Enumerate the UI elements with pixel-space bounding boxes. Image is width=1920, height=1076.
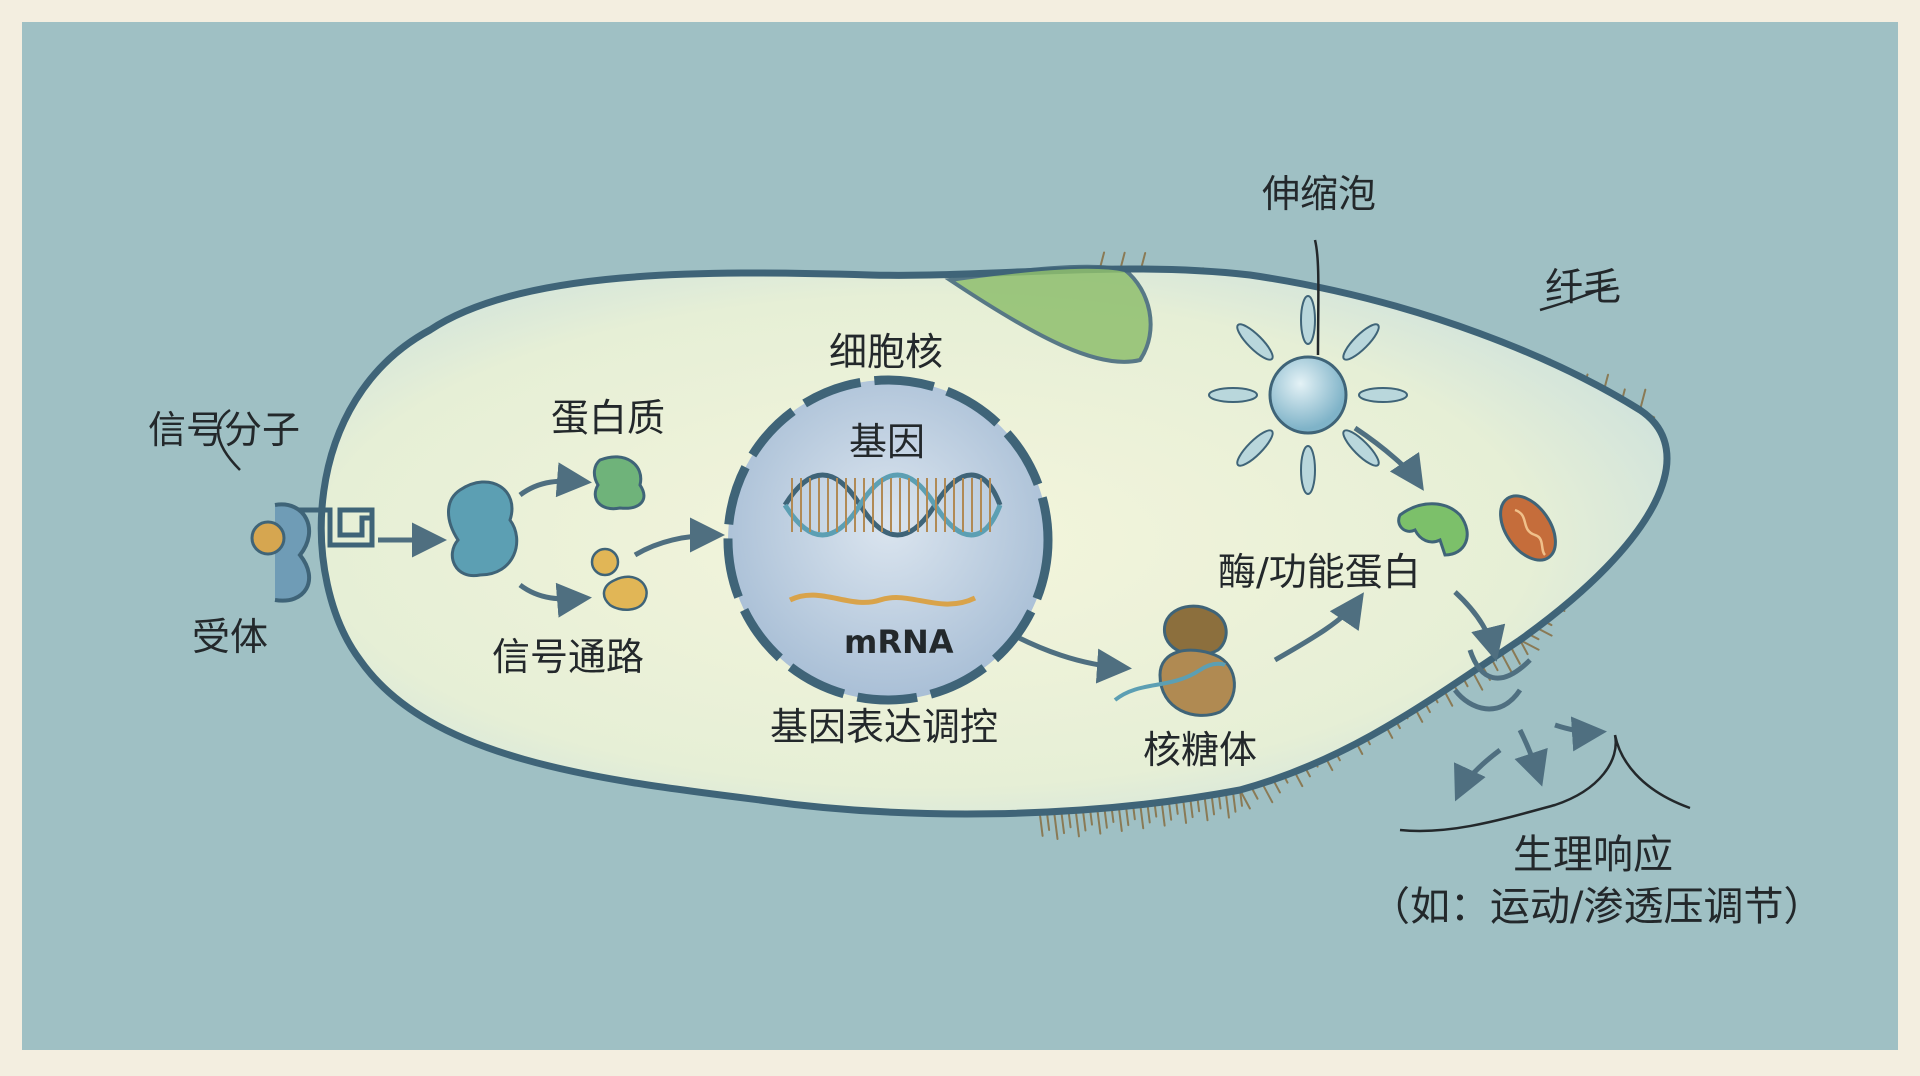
- mrna-strand: [788, 592, 977, 607]
- arrow-to-protein-green: [518, 462, 592, 498]
- arrow-to-signal-pathway: [518, 582, 592, 618]
- label-mrna: mRNA: [844, 623, 954, 661]
- vacuole-ray: [1342, 323, 1380, 361]
- label-ribosome: 核糖体: [1143, 728, 1257, 772]
- receptor-icon: [274, 502, 375, 603]
- contractile-vacuole-icon: [1208, 295, 1408, 495]
- arrow-response-down: [1514, 728, 1548, 787]
- response-bracket: [1399, 734, 1691, 833]
- arrow-to-nucleus: [633, 517, 725, 558]
- label-receptor: 受体: [192, 615, 268, 659]
- ribosome-icon: [1113, 604, 1236, 717]
- vacuole-ray: [1300, 295, 1316, 345]
- vacuole-ray: [1208, 387, 1258, 403]
- mitochondrion-icon: [1499, 494, 1557, 562]
- cilium: [1224, 790, 1230, 819]
- label-enzyme: 酶/功能蛋白: [1218, 550, 1421, 594]
- protein-green: [592, 455, 646, 511]
- vacuole-ray: [1236, 323, 1274, 361]
- arrow-response-left: [1453, 748, 1502, 802]
- green-organelle: [944, 264, 1153, 364]
- nucleus: [723, 375, 1053, 705]
- label-cilia: 纤毛: [1545, 265, 1621, 309]
- label-response-detail: （如：运动/渗透压调节）: [1370, 884, 1823, 930]
- label-gene: 基因: [849, 420, 925, 464]
- vacuole-ray: [1300, 445, 1316, 495]
- protein-yellow: [602, 575, 648, 611]
- vacuole-ray: [1342, 429, 1380, 467]
- arrow-response-right: [1554, 716, 1607, 752]
- vacuole-ray: [1236, 429, 1274, 467]
- label-protein: 蛋白质: [551, 396, 665, 440]
- cilium: [1053, 812, 1059, 841]
- label-response-title: 生理响应: [1513, 832, 1673, 878]
- arrow-enzyme-to-response: [1453, 590, 1506, 662]
- cilium: [1074, 809, 1080, 838]
- protein-blue: [447, 480, 519, 578]
- dna-helix-icon: [782, 472, 1003, 538]
- label-signal-pathway: 信号通路: [492, 635, 644, 679]
- label-signal-molecule: 信号分子: [148, 408, 300, 452]
- label-contractile-vacuole: 伸缩泡: [1262, 172, 1376, 216]
- cilium: [1039, 814, 1044, 837]
- arrow-vacuole-to-enzyme: [1353, 425, 1424, 491]
- signal-molecule-leader: [216, 408, 241, 471]
- cilia-leader: [1539, 283, 1611, 312]
- vacuole-ray: [1358, 387, 1408, 403]
- enzyme-icon: [1397, 502, 1469, 557]
- arrow-ribosome-to-enzyme: [1273, 592, 1364, 663]
- label-nucleus: 细胞核: [829, 330, 943, 374]
- protein-yellow-small: [590, 547, 620, 577]
- cilium: [1060, 811, 1066, 835]
- label-gene-expression: 基因表达调控: [770, 705, 998, 749]
- vacuole-leader: [1313, 239, 1320, 356]
- cilium: [1046, 813, 1051, 831]
- signal-molecule-icon: [250, 520, 286, 556]
